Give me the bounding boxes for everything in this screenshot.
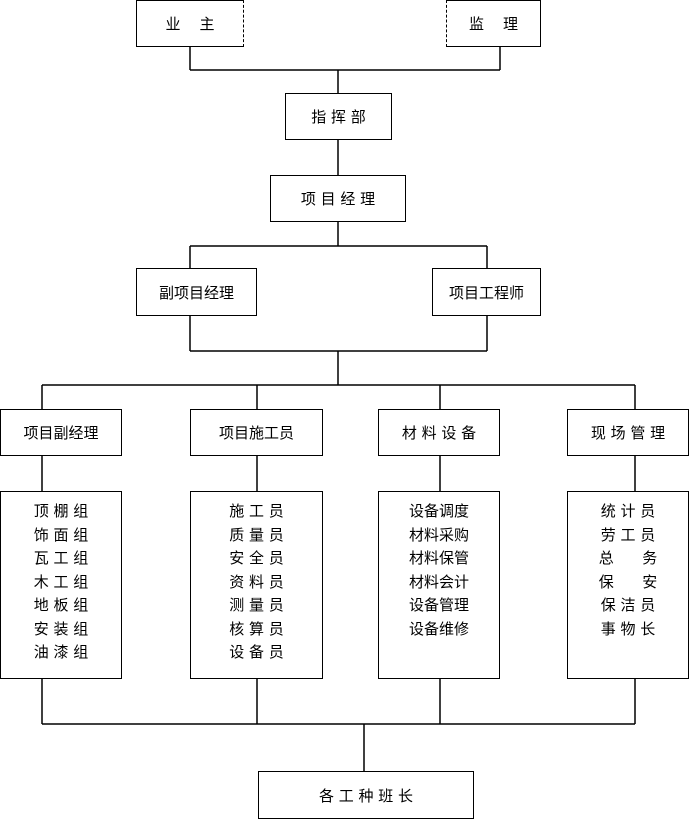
node-site-mgmt: 现 场 管 理 [567, 409, 689, 456]
node-owner: 业 主 [136, 0, 244, 47]
list-item: 设备调度 [408, 502, 469, 520]
list-item: 地 板 组 [33, 596, 89, 614]
list-item: 材料保管 [408, 549, 469, 567]
list-groups: 顶 棚 组 饰 面 组 瓦 工 组 木 工 组 地 板 组 安 装 组 油 漆 … [0, 491, 122, 679]
list-item: 安 装 组 [33, 619, 89, 638]
list-item: 木 工 组 [33, 572, 89, 591]
list-item: 质 量 员 [229, 525, 284, 544]
node-materials: 材 料 设 备 [378, 409, 500, 456]
list-item: 施 工 员 [229, 502, 284, 520]
list-item: 测 量 员 [229, 596, 284, 614]
list-site: 统 计 员 劳 工 员 总 务 保 安 保 洁 员 事 物 长 [567, 491, 689, 679]
node-project-engineer: 项目工程师 [432, 268, 541, 316]
list-item: 总 务 [598, 549, 658, 567]
list-item: 核 算 员 [229, 619, 284, 638]
node-command: 指 挥 部 [285, 93, 392, 140]
list-item: 设备管理 [408, 596, 469, 614]
list-item: 瓦 工 组 [33, 549, 89, 567]
list-item: 劳 工 员 [600, 525, 656, 544]
list-item: 油 漆 组 [33, 643, 89, 661]
list-equipment: 设备调度 材料采购 材料保管 材料会计 设备管理 设备维修 [378, 491, 500, 679]
list-item: 保 洁 员 [600, 596, 656, 614]
list-item: 材料会计 [408, 572, 469, 591]
list-item: 事 物 长 [600, 619, 656, 638]
node-sub-deputy: 项目副经理 [0, 409, 122, 456]
list-item: 设备维修 [408, 619, 469, 638]
node-team-leaders: 各 工 种 班 长 [258, 771, 474, 819]
list-item: 资 料 员 [229, 572, 284, 591]
node-supervisor: 监 理 [446, 0, 541, 47]
list-item: 饰 面 组 [33, 525, 89, 544]
list-staff: 施 工 员 质 量 员 安 全 员 资 料 员 测 量 员 核 算 员 设 备 … [190, 491, 323, 679]
node-constructor: 项目施工员 [190, 409, 323, 456]
list-item: 材料采购 [408, 525, 469, 544]
list-item: 设 备 员 [229, 643, 284, 661]
list-item: 统 计 员 [600, 502, 656, 520]
node-deputy-manager: 副项目经理 [136, 268, 257, 316]
node-project-manager: 项 目 经 理 [270, 175, 406, 222]
list-item: 保 安 [598, 572, 658, 591]
list-item: 顶 棚 组 [33, 502, 89, 520]
list-item: 安 全 员 [229, 549, 284, 567]
